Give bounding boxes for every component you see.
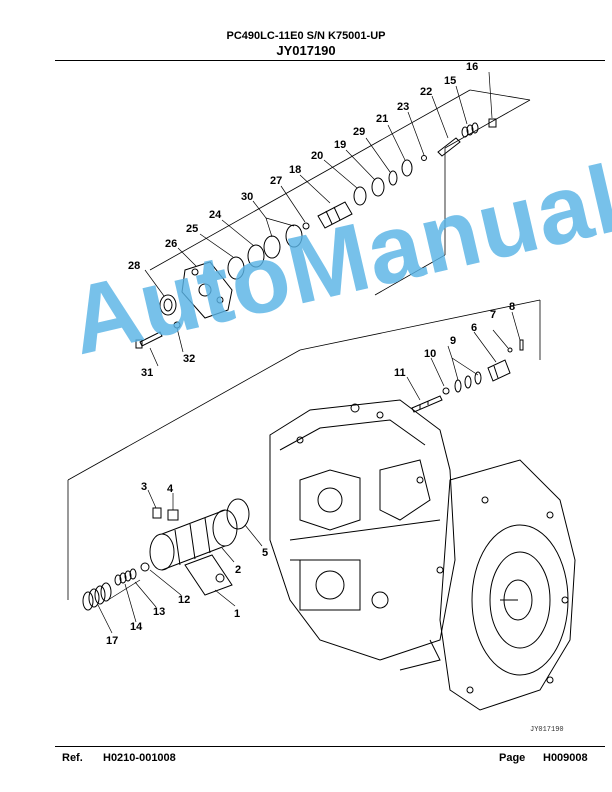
ring-12	[140, 562, 150, 572]
callout-22: 22	[420, 86, 432, 98]
ref-label: Ref.	[62, 752, 83, 764]
o-ring-19	[371, 177, 385, 197]
o-ring-24	[247, 244, 265, 268]
callout-14: 14	[130, 621, 143, 633]
callout-10: 10	[424, 348, 436, 360]
callout-6: 6	[471, 322, 477, 334]
ring-23	[421, 155, 427, 161]
callout-25: 25	[186, 223, 198, 235]
page-label: Page	[499, 752, 526, 764]
page-value: H009008	[543, 752, 588, 764]
header-divider	[55, 60, 605, 61]
leader-lines	[97, 71, 521, 634]
plug-3	[152, 507, 162, 519]
spring-17	[82, 582, 112, 611]
lower-group-outline	[67, 299, 541, 600]
callout-19: 19	[334, 139, 346, 151]
plug-4	[167, 509, 179, 521]
callout-26: 26	[165, 238, 177, 250]
callout-5: 5	[262, 547, 268, 559]
pump-body	[269, 399, 456, 671]
callout-3: 3	[141, 481, 147, 493]
sleeve-18	[317, 201, 353, 229]
callout-21: 21	[376, 113, 388, 125]
flywheel-housing	[439, 459, 576, 711]
plug-16	[488, 118, 497, 128]
drawing-code-label: JY017190	[530, 726, 564, 734]
callout-20: 20	[311, 150, 323, 162]
part-cylinder	[149, 509, 238, 571]
diagram-code-title: JY017190	[276, 43, 336, 58]
pin-8	[519, 339, 524, 351]
callout-7: 7	[490, 309, 496, 321]
o-ring-25	[227, 256, 245, 280]
plug-28	[159, 294, 177, 316]
callout-2: 2	[235, 564, 241, 576]
ring-10	[442, 387, 450, 395]
callout-12: 12	[178, 594, 190, 606]
callout-30: 30	[241, 191, 253, 203]
valve-22	[437, 137, 461, 157]
callout-29: 29	[353, 126, 365, 138]
part-plate	[184, 554, 233, 596]
callout-15: 15	[444, 75, 456, 87]
model-title: PC490LC-11E0 S/N K75001-UP	[226, 30, 386, 42]
callout-16: 16	[466, 61, 478, 73]
callout-32: 32	[183, 353, 195, 365]
cover-26	[181, 261, 233, 319]
o-rings-9	[454, 371, 482, 393]
callout-9: 9	[450, 335, 456, 347]
callout-18: 18	[289, 164, 301, 176]
callout-1: 1	[234, 608, 240, 620]
callout-27: 27	[270, 175, 282, 187]
callout-17: 17	[106, 635, 118, 647]
ref-value: H0210-001008	[103, 752, 176, 764]
o-ring-30a	[285, 224, 303, 248]
callout-11: 11	[394, 367, 406, 379]
ring-27	[302, 222, 310, 230]
footer-divider	[55, 746, 605, 747]
parts-diagram: 1 2 3 4 5 6 7 8 9 10 11 12 13 14 15 16 1…	[67, 61, 576, 734]
callout-13: 13	[153, 606, 165, 618]
o-ring-5	[226, 498, 250, 530]
ring-21	[401, 159, 413, 177]
spring-13	[114, 568, 137, 586]
upper-group-outline	[149, 89, 531, 296]
callout-8: 8	[509, 301, 515, 313]
bolt-31	[135, 331, 163, 349]
callout-28: 28	[128, 260, 140, 272]
spool-11	[411, 395, 443, 413]
pin-7	[507, 347, 513, 353]
spring-15	[461, 122, 479, 138]
o-ring-20	[353, 186, 367, 206]
callout-24: 24	[209, 209, 222, 221]
ring-29	[388, 170, 398, 186]
sleeve-6	[487, 359, 511, 382]
callout-31: 31	[141, 367, 153, 379]
callout-4: 4	[167, 483, 174, 495]
callout-23: 23	[397, 101, 409, 113]
